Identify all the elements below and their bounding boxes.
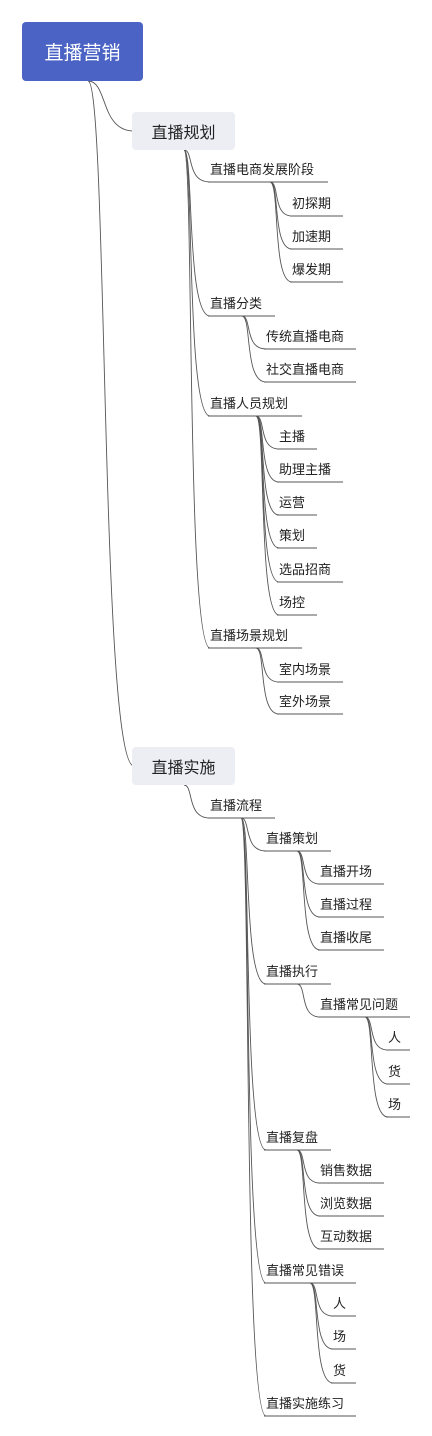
node-planner[interactable]: 策划 [279, 529, 306, 544]
node-traditional-live-ecommerce[interactable]: 传统直播电商 [266, 330, 345, 345]
node-live-opening[interactable]: 直播开场 [320, 865, 373, 880]
node-outdoor-scene[interactable]: 室外场景 [279, 695, 332, 710]
node-live-process-stage[interactable]: 直播过程 [320, 898, 373, 913]
node-anchor[interactable]: 主播 [279, 430, 306, 445]
node-operations[interactable]: 运营 [279, 496, 306, 511]
node-interaction-data[interactable]: 互动数据 [320, 1230, 373, 1245]
node-issue-venue[interactable]: 场 [388, 1098, 402, 1113]
node-scene-planning[interactable]: 直播场景规划 [210, 629, 289, 644]
node-live-closing[interactable]: 直播收尾 [320, 931, 373, 946]
node-indoor-scene[interactable]: 室内场景 [279, 663, 332, 678]
node-common-mistakes[interactable]: 直播常见错误 [266, 1264, 345, 1279]
node-product-selection[interactable]: 选品招商 [279, 563, 332, 578]
node-acceleration-period[interactable]: 加速期 [292, 230, 332, 245]
node-live-categories[interactable]: 直播分类 [210, 297, 263, 312]
node-live-process[interactable]: 直播流程 [210, 799, 263, 814]
node-social-live-ecommerce[interactable]: 社交直播电商 [266, 363, 345, 378]
topic-live-planning[interactable]: 直播规划 [132, 112, 235, 150]
node-implementation-practice[interactable]: 直播实施练习 [266, 1397, 345, 1412]
node-sales-data[interactable]: 销售数据 [320, 1164, 373, 1179]
node-issue-people[interactable]: 人 [388, 1031, 402, 1046]
node-staff-planning[interactable]: 直播人员规划 [210, 397, 289, 412]
node-live-execution[interactable]: 直播执行 [266, 965, 319, 980]
node-field-control[interactable]: 场控 [279, 596, 306, 611]
node-common-issues[interactable]: 直播常见问题 [320, 998, 399, 1013]
node-mistake-people[interactable]: 人 [333, 1297, 347, 1312]
topic-live-implementation[interactable]: 直播实施 [132, 747, 235, 785]
node-mistake-venue[interactable]: 场 [333, 1330, 347, 1345]
node-exploration-period[interactable]: 初探期 [292, 197, 332, 212]
root-topic[interactable]: 直播营销 [22, 22, 143, 81]
node-live-planning-step[interactable]: 直播策划 [266, 832, 319, 847]
node-explosion-period[interactable]: 爆发期 [292, 263, 332, 278]
node-mistake-goods[interactable]: 货 [333, 1364, 347, 1379]
node-browse-data[interactable]: 浏览数据 [320, 1197, 373, 1212]
node-assistant-anchor[interactable]: 助理主播 [279, 463, 332, 478]
node-issue-goods[interactable]: 货 [388, 1065, 402, 1080]
node-ecommerce-stages[interactable]: 直播电商发展阶段 [210, 163, 315, 178]
node-live-review[interactable]: 直播复盘 [266, 1131, 319, 1146]
